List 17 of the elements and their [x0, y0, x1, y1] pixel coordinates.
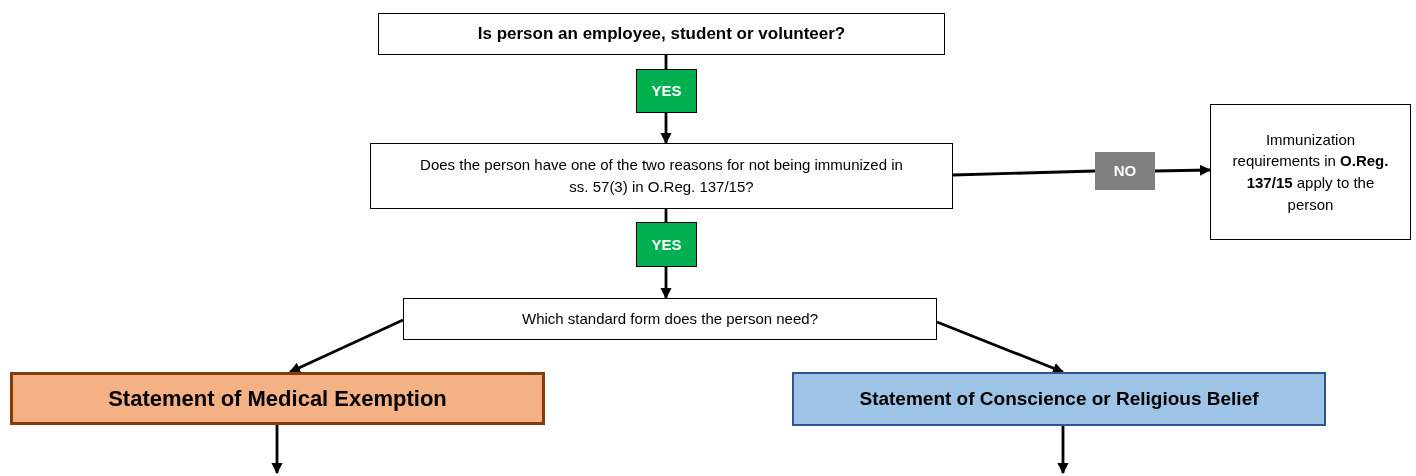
form-heading-box: Statement of Medical Exemption: [10, 372, 545, 425]
question-box: Which standard form does the person need?: [403, 298, 937, 340]
arrow: [271, 425, 283, 475]
arrow: [289, 318, 404, 374]
arrow: [1154, 164, 1212, 176]
answer-tag: NO: [1095, 152, 1155, 190]
arrow: [1057, 426, 1069, 475]
outcome-box: Immunization requirements in O.Reg. 137/15 apply to the person: [1210, 104, 1411, 240]
answer-tag: YES: [636, 69, 697, 113]
arrow: [660, 113, 672, 145]
connector-line: [952, 169, 1096, 177]
question-box: Does the person have one of the two reasons for not being immunized in ss. 57(3) in O.Reg. 137/15?: [370, 143, 953, 209]
form-heading-box: Statement of Conscience or Religious Belief: [792, 372, 1326, 426]
arrow: [660, 267, 672, 300]
answer-tag: YES: [636, 222, 697, 267]
question-box: Is person an employee, student or volunteer?: [378, 13, 945, 55]
arrow: [936, 320, 1065, 374]
